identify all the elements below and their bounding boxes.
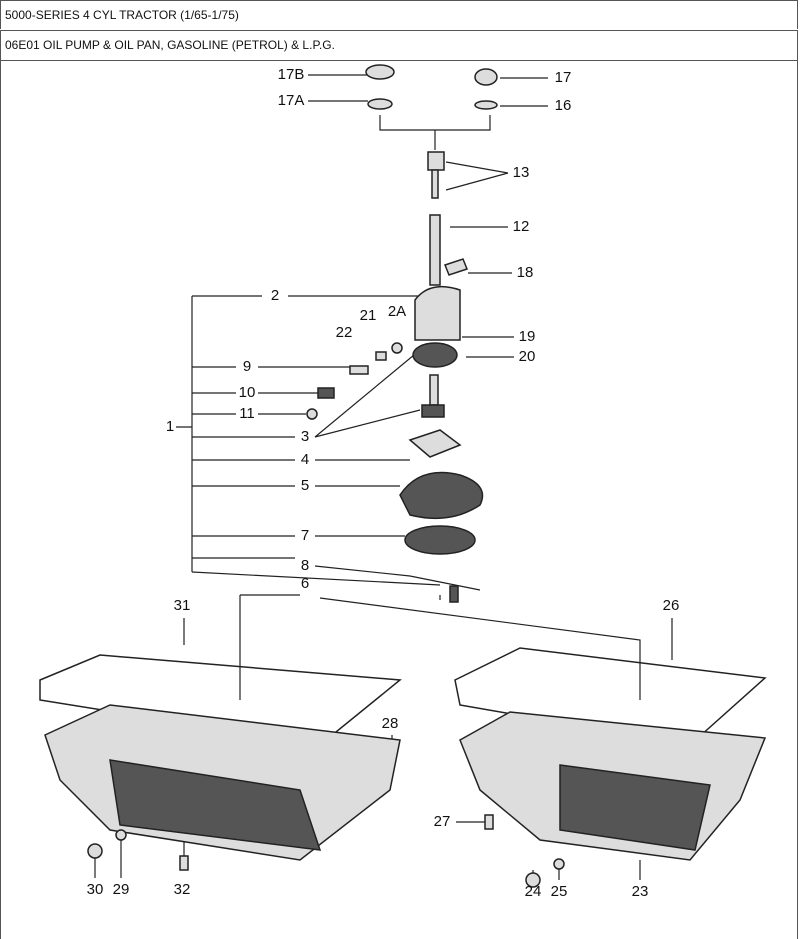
callout-16[interactable]: 16 [555, 97, 572, 114]
callout-10[interactable]: 10 [239, 384, 256, 401]
callout-4[interactable]: 4 [301, 451, 309, 468]
callout-2A[interactable]: 2A [388, 303, 406, 320]
callout-17[interactable]: 17 [555, 69, 572, 86]
section-title: 06E01 OIL PUMP & OIL PAN, GASOLINE (PETR… [0, 30, 798, 61]
callout-labels: 17B 17A 17 16 13 12 18 2 2A 21 22 19 20 … [87, 66, 680, 900]
callout-1[interactable]: 1 [166, 418, 174, 435]
callout-8[interactable]: 8 [301, 557, 309, 574]
model-title: 5000-SERIES 4 CYL TRACTOR (1/65-1/75) [0, 0, 798, 29]
callout-12[interactable]: 12 [513, 218, 530, 235]
callout-5[interactable]: 5 [301, 477, 309, 494]
callout-3[interactable]: 3 [301, 428, 309, 445]
callout-18[interactable]: 18 [517, 264, 534, 281]
callout-17B[interactable]: 17B [278, 66, 305, 83]
callout-22[interactable]: 22 [336, 324, 353, 341]
callout-6[interactable]: 6 [301, 575, 309, 592]
callout-30[interactable]: 30 [87, 881, 104, 898]
callout-32[interactable]: 32 [174, 881, 191, 898]
callout-26[interactable]: 26 [663, 597, 680, 614]
callout-31[interactable]: 31 [174, 597, 191, 614]
callout-19[interactable]: 19 [519, 328, 536, 345]
callout-24[interactable]: 24 [525, 883, 542, 900]
callout-21[interactable]: 21 [360, 307, 377, 324]
callout-2[interactable]: 2 [271, 287, 279, 304]
callout-7[interactable]: 7 [301, 527, 309, 544]
callout-23[interactable]: 23 [632, 883, 649, 900]
oil-pump-parts [306, 64, 498, 603]
diagram-frame [0, 61, 798, 939]
callout-13[interactable]: 13 [513, 164, 530, 181]
callout-20[interactable]: 20 [519, 348, 536, 365]
callout-29[interactable]: 29 [113, 881, 130, 898]
callout-25[interactable]: 25 [551, 883, 568, 900]
callout-17A[interactable]: 17A [278, 92, 305, 109]
callout-28[interactable]: 28 [382, 715, 399, 732]
leader-lines [94, 74, 673, 880]
callout-9[interactable]: 9 [243, 358, 251, 375]
callout-27[interactable]: 27 [434, 813, 451, 830]
oil-pans [39, 647, 767, 888]
callout-11[interactable]: 11 [239, 405, 255, 422]
